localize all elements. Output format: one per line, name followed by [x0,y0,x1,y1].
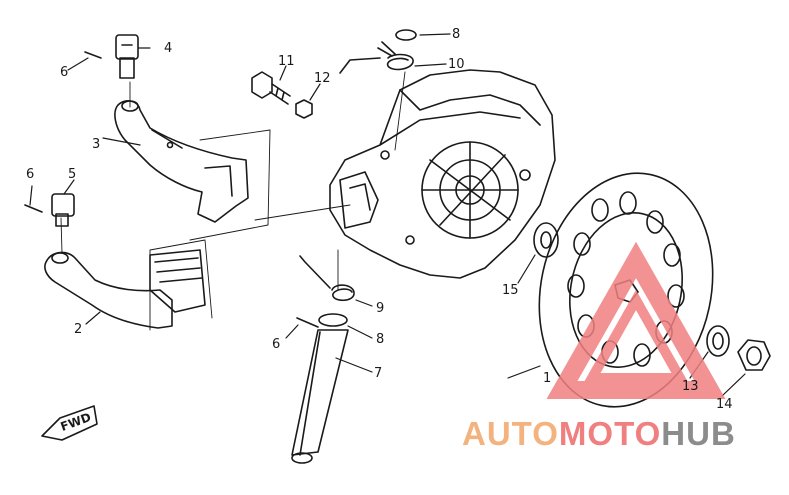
nut [295,99,313,119]
pin-center [296,317,319,328]
watermark-hub: HUB [661,415,736,452]
part-label-14: 14 [716,397,733,412]
oil-seal [533,222,559,258]
upper-arm-bracket [114,100,249,223]
part-label-7: 7 [374,366,383,381]
part-label-12: 12 [314,71,331,86]
part-label-8-lower: 8 [376,332,385,347]
crankcase-housing [329,69,556,279]
part-label-13: 13 [682,379,699,394]
watermark-auto: AUTO [462,415,559,452]
part-label-5: 5 [68,167,77,182]
bearing [706,325,730,357]
forward-arrow [41,405,98,441]
part-label-2: 2 [74,322,83,337]
upper-key-cap [115,34,139,79]
part-label-10: 10 [448,57,465,72]
bolt [251,71,291,105]
part-label-6-upper: 6 [60,65,69,80]
pivot-shaft [291,329,349,464]
watermark-moto: MOTO [558,415,662,452]
lower-arm-bracket [44,249,206,329]
part-label-6-center: 6 [272,337,281,352]
leader-lines [29,33,746,397]
large-nut [737,339,771,371]
lower-key-cap [51,193,75,227]
part-label-11: 11 [278,54,295,69]
part-label-6-left: 6 [26,167,35,182]
top-spring [339,41,414,74]
part-label-9: 9 [376,301,385,316]
part-label-1: 1 [543,371,552,386]
pin-upper [84,51,102,59]
part-label-8-top: 8 [452,27,461,42]
watermark-text: AUTOMOTOHUB [462,415,736,453]
part-label-4: 4 [164,41,173,56]
part-label-3: 3 [92,137,101,152]
watermark-triangle-logo [546,241,726,399]
lower-spring [299,255,355,302]
top-washer [395,29,417,41]
part-label-15: 15 [502,283,519,298]
pin-left [24,204,43,213]
lower-washer [318,313,348,327]
